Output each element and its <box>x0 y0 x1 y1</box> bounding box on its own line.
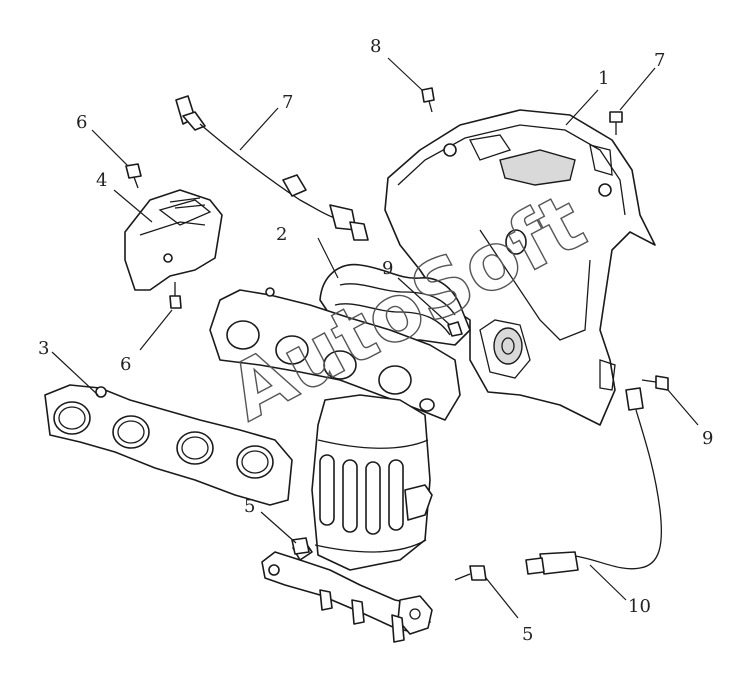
callout-6-lower: 6 <box>120 354 131 375</box>
callout-labels: 1 2 3 4 5 5 6 6 7 7 8 9 9 10 <box>38 36 713 645</box>
callout-3: 3 <box>38 338 49 359</box>
callout-6-upper: 6 <box>76 112 87 133</box>
front-oxygen-sensor <box>175 95 369 241</box>
small-heat-shield <box>124 189 223 291</box>
callout-7-left: 7 <box>282 92 293 113</box>
callout-8: 8 <box>370 36 381 57</box>
callout-9-upper: 9 <box>382 258 393 279</box>
callout-1: 1 <box>598 68 609 89</box>
callout-4: 4 <box>96 170 107 191</box>
callout-2: 2 <box>276 224 287 245</box>
callout-5-right: 5 <box>522 624 533 645</box>
callout-10: 10 <box>628 596 651 617</box>
fasteners <box>125 87 669 581</box>
rear-oxygen-sensor <box>525 387 663 575</box>
heat-shield <box>384 109 656 426</box>
callout-9-right: 9 <box>702 428 713 449</box>
callout-7-right: 7 <box>654 50 665 71</box>
manifold-gasket <box>44 384 293 506</box>
exhaust-manifold <box>209 263 471 643</box>
callout-5-left: 5 <box>244 496 255 517</box>
leader-lines <box>51 57 699 619</box>
